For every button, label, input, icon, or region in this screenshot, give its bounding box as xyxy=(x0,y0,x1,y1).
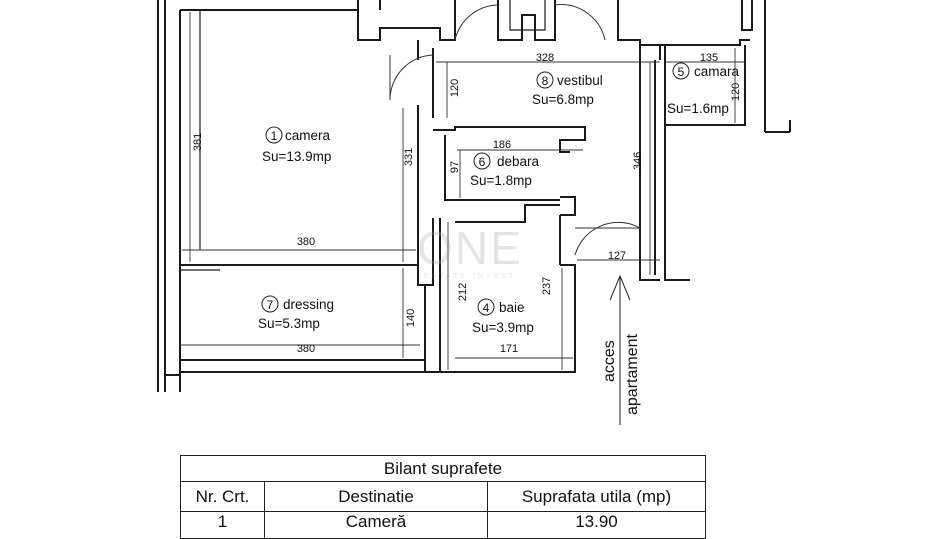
dim-baie-width: 171 xyxy=(500,343,518,355)
table-header-nr: Nr. Crt. xyxy=(180,481,265,512)
watermark-sub: ESTATE INVEST xyxy=(424,273,516,280)
access-arrow: acces apartament xyxy=(601,274,641,425)
room-number: 1 xyxy=(271,129,278,143)
room-area: Su=13.9mp xyxy=(262,149,331,164)
dim-dressing-width: 380 xyxy=(297,343,315,355)
room-debara: 6 debara Su=1.8mp xyxy=(470,152,540,188)
table-row: 1 Cameră 13.90 xyxy=(180,511,706,539)
doors xyxy=(389,4,641,256)
dimension-labels: 381 380 331 328 120 346 135 120 186 97 1… xyxy=(192,52,742,355)
table-header-suprafata: Suprafata utila (mp) xyxy=(487,481,706,512)
dim-debara-width: 186 xyxy=(493,139,511,151)
dim-baie-left: 212 xyxy=(457,283,469,301)
access-label-line1: acces xyxy=(601,340,618,382)
room-baie: 4 baie Su=3.9mp xyxy=(472,298,534,335)
table-cell-destinatie: Cameră xyxy=(264,511,488,539)
room-area: Su=3.9mp xyxy=(472,320,534,335)
dim-vestibul-right: 346 xyxy=(632,152,644,170)
room-name: camera xyxy=(285,128,331,143)
watermark-logo: ONE ESTATE INVEST xyxy=(417,222,523,280)
dim-camara-width: 135 xyxy=(700,52,718,64)
table-cell-area: 13.90 xyxy=(487,511,706,539)
dim-camera-right: 331 xyxy=(403,148,415,166)
table-header-destinatie: Destinatie xyxy=(264,481,488,512)
dimension-lines xyxy=(180,12,745,370)
room-name: camara xyxy=(694,64,740,79)
dim-camara-height: 120 xyxy=(730,83,742,101)
area-table: Bilant suprafete Nr. Crt. Destinatie Sup… xyxy=(180,455,706,539)
room-name: baie xyxy=(499,300,525,315)
floor-plan: 381 380 331 328 120 346 135 120 186 97 1… xyxy=(157,0,791,425)
room-vestibul: 8 vestibul Su=6.8mp xyxy=(532,71,603,107)
room-number: 7 xyxy=(267,298,274,312)
watermark-main: ONE xyxy=(417,222,523,274)
dim-vestibul-left: 120 xyxy=(449,79,461,97)
room-area: Su=1.8mp xyxy=(470,173,532,188)
dim-camera-width: 380 xyxy=(297,236,315,248)
dim-vestibul-width: 328 xyxy=(536,52,554,64)
table-caption: Bilant suprafete xyxy=(180,455,706,482)
room-area: Su=1.6mp xyxy=(667,101,729,116)
room-name: vestibul xyxy=(557,73,603,88)
dim-dressing-height: 140 xyxy=(405,309,417,327)
room-number: 8 xyxy=(542,74,549,88)
room-number: 6 xyxy=(479,155,486,169)
dim-baie-right: 237 xyxy=(541,277,553,295)
room-dressing: 7 dressing Su=5.3mp xyxy=(258,295,334,331)
dim-camera-height: 381 xyxy=(192,133,204,151)
room-area: Su=6.8mp xyxy=(532,92,594,107)
room-area: Su=5.3mp xyxy=(258,316,320,331)
dim-door-width: 127 xyxy=(608,250,626,262)
dim-debara-height: 97 xyxy=(449,161,461,173)
room-camara: 5 camara Su=1.6mp xyxy=(667,62,740,116)
room-number: 4 xyxy=(483,301,490,315)
room-name: dressing xyxy=(283,297,334,312)
table-cell-nr: 1 xyxy=(180,511,265,539)
room-camera: 1 camera Su=13.9mp xyxy=(262,126,331,164)
room-number: 5 xyxy=(678,65,685,79)
room-labels: 1 camera Su=13.9mp 4 baie Su=3.9mp 5 cam… xyxy=(258,62,740,335)
room-name: debara xyxy=(497,154,540,169)
access-label-line2: apartament xyxy=(624,334,641,415)
